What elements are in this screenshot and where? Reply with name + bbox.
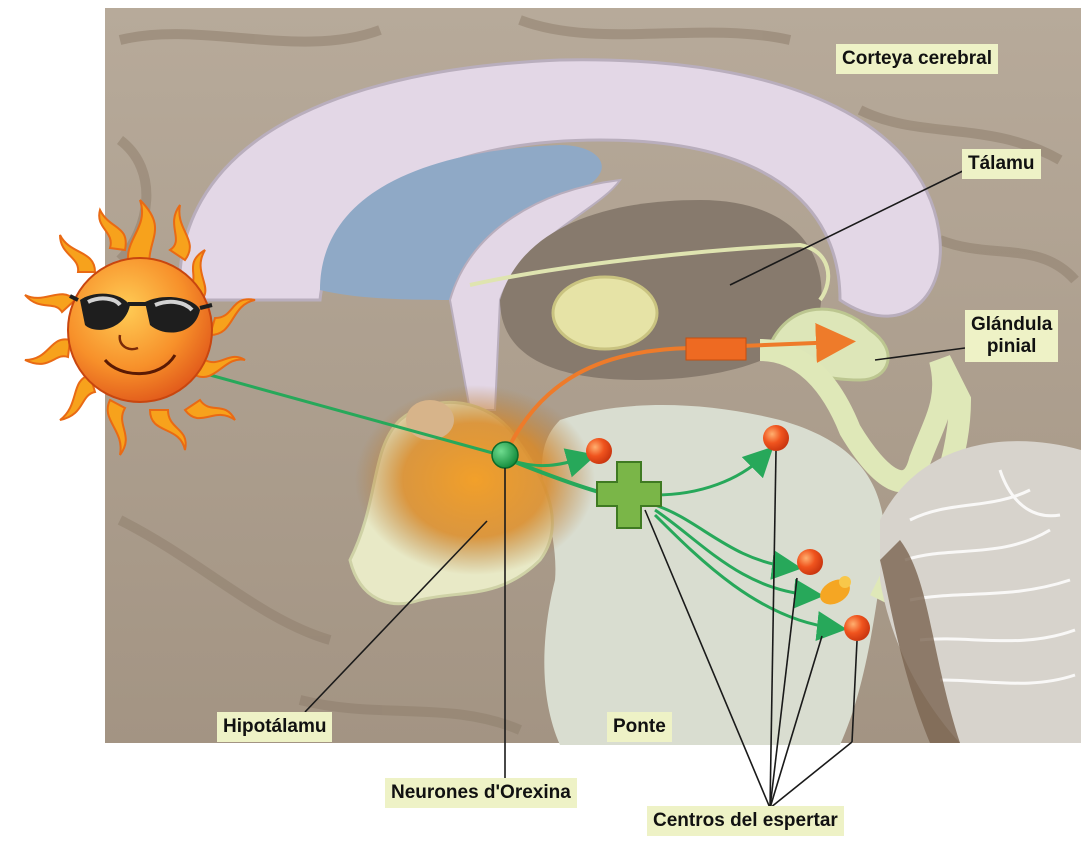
label-thalamus: Tálamu <box>962 149 1041 179</box>
label-pineal-line-1: Glándula <box>971 314 1052 336</box>
orange-block <box>686 338 746 360</box>
arousal-center-dot <box>844 615 870 641</box>
arousal-center-highlight <box>839 576 851 588</box>
optic-chiasm <box>406 400 454 440</box>
label-pons: Ponte <box>607 712 672 742</box>
label-hypothalamus: Hipotálamu <box>217 712 332 742</box>
label-arousal-centers: Centros del espertar <box>647 806 844 836</box>
orexin-neuron-dot <box>492 442 518 468</box>
arousal-center-dot <box>586 438 612 464</box>
label-pineal-gland: Glándula pinial <box>965 310 1058 362</box>
label-orexin-neurons: Neurones d'Orexina <box>385 778 577 808</box>
label-cerebral-cortex: Corteya cerebral <box>836 44 998 74</box>
thalamic-nucleus <box>553 277 657 349</box>
arousal-center-dot <box>797 549 823 575</box>
arousal-center-dot <box>763 425 789 451</box>
label-pineal-line-2: pinial <box>971 336 1052 358</box>
